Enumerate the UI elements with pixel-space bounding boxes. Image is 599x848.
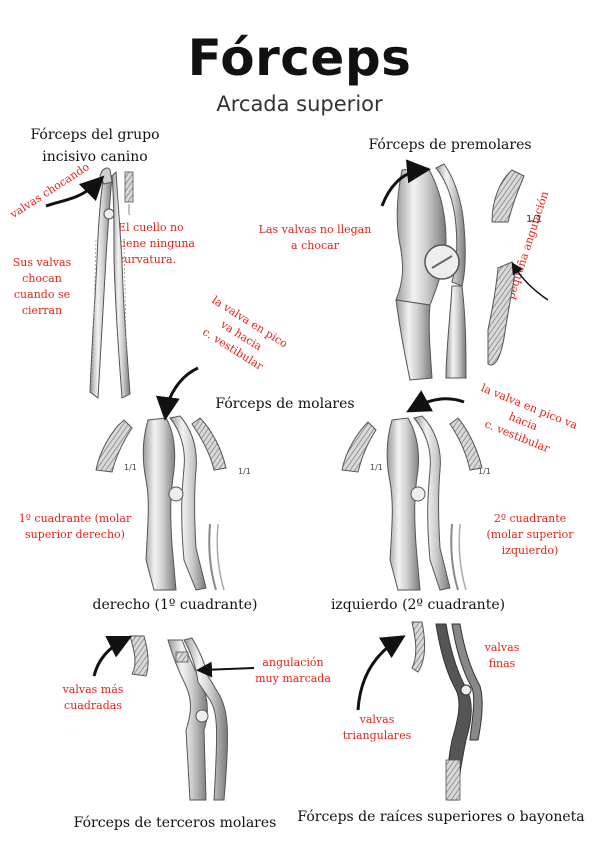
incisivo-title: Fórceps del grupo incisivo canino — [30, 127, 160, 165]
terceros-title: Fórceps de terceros molares — [73, 815, 277, 831]
raices-forceps-illustration — [411, 621, 483, 801]
molares-derecho-label: derecho (1º cuadrante) — [92, 597, 258, 613]
incisivo-forceps-illustration — [89, 167, 134, 399]
molares-title: Fórceps de molares — [215, 396, 355, 412]
terceros-forceps-illustration — [129, 635, 228, 801]
molar-izquierdo-forceps-illustration — [341, 415, 483, 591]
molar-izq-tip-ratio-a: 1/1 — [370, 463, 383, 472]
molar-derecho-forceps-illustration — [95, 415, 227, 591]
premolar-tip-ratio: 1/1 — [526, 214, 542, 225]
molar-der-tip-ratio-a: 1/1 — [124, 463, 137, 472]
molares-izquierdo-label: izquierdo (2º cuadrante) — [330, 597, 506, 613]
premolares-forceps-illustration — [395, 163, 525, 381]
page-title: Fórceps — [187, 29, 412, 87]
molar-izq-tip-ratio-b: 1/1 — [478, 467, 491, 476]
page-subtitle: Arcada superior — [216, 92, 383, 116]
annotation-arrows — [45, 159, 549, 711]
raices-title: Fórceps de raíces superiores o bayoneta — [297, 809, 585, 825]
premolares-title: Fórceps de premolares — [368, 137, 532, 153]
molar-der-tip-ratio-b: 1/1 — [238, 467, 251, 476]
